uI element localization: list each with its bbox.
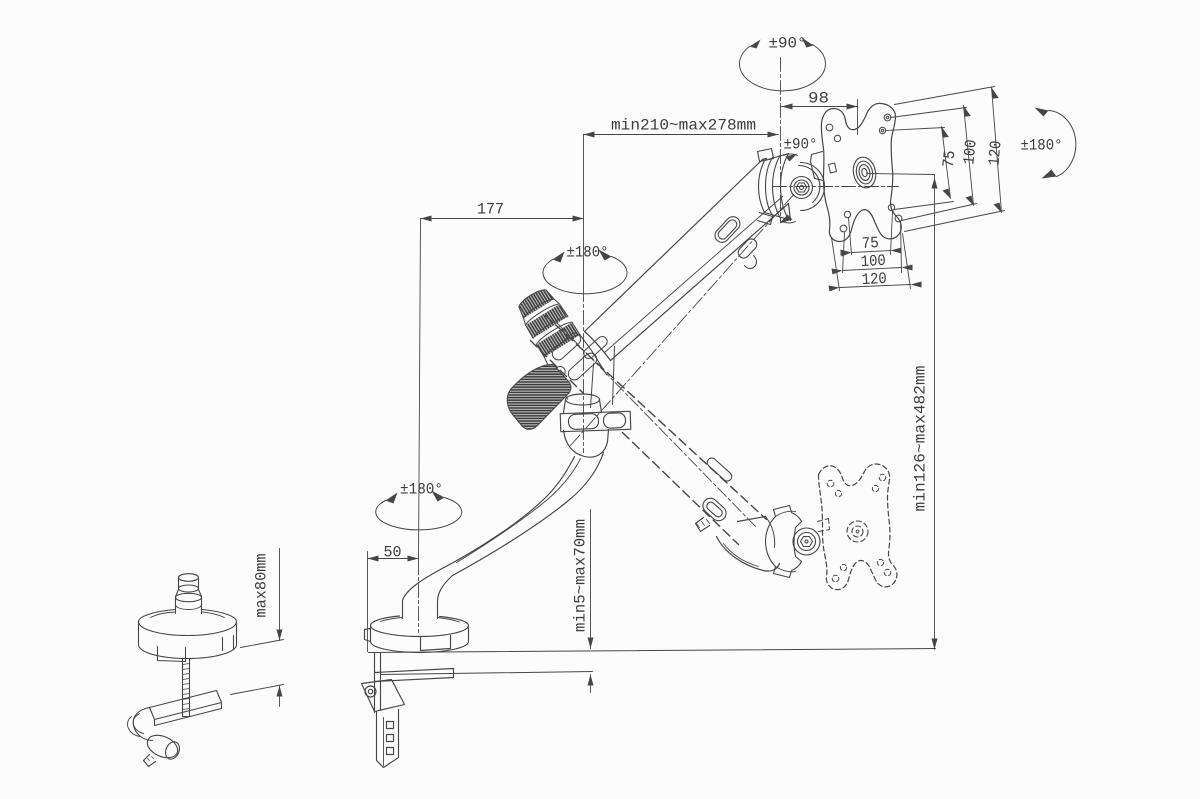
- svg-text:50: 50: [384, 544, 402, 562]
- svg-text:±180°: ±180°: [567, 244, 609, 262]
- svg-text:120: 120: [985, 140, 1005, 166]
- svg-text:177: 177: [477, 201, 504, 219]
- svg-text:min5~max70mm: min5~max70mm: [572, 519, 590, 632]
- svg-text:±180°: ±180°: [1021, 137, 1063, 155]
- svg-text:98: 98: [808, 90, 829, 108]
- svg-text:100: 100: [860, 252, 886, 271]
- svg-text:100: 100: [960, 139, 981, 166]
- svg-text:min210~max278mm: min210~max278mm: [611, 117, 756, 135]
- svg-text:±90°: ±90°: [769, 35, 807, 53]
- svg-text:max80mm: max80mm: [253, 554, 271, 618]
- svg-text:min126~max482mm: min126~max482mm: [912, 366, 930, 512]
- svg-text:±90°: ±90°: [784, 136, 818, 154]
- svg-text:75: 75: [940, 149, 960, 168]
- svg-text:120: 120: [861, 270, 887, 289]
- svg-text:±180°: ±180°: [400, 481, 443, 499]
- svg-text:75: 75: [861, 234, 879, 253]
